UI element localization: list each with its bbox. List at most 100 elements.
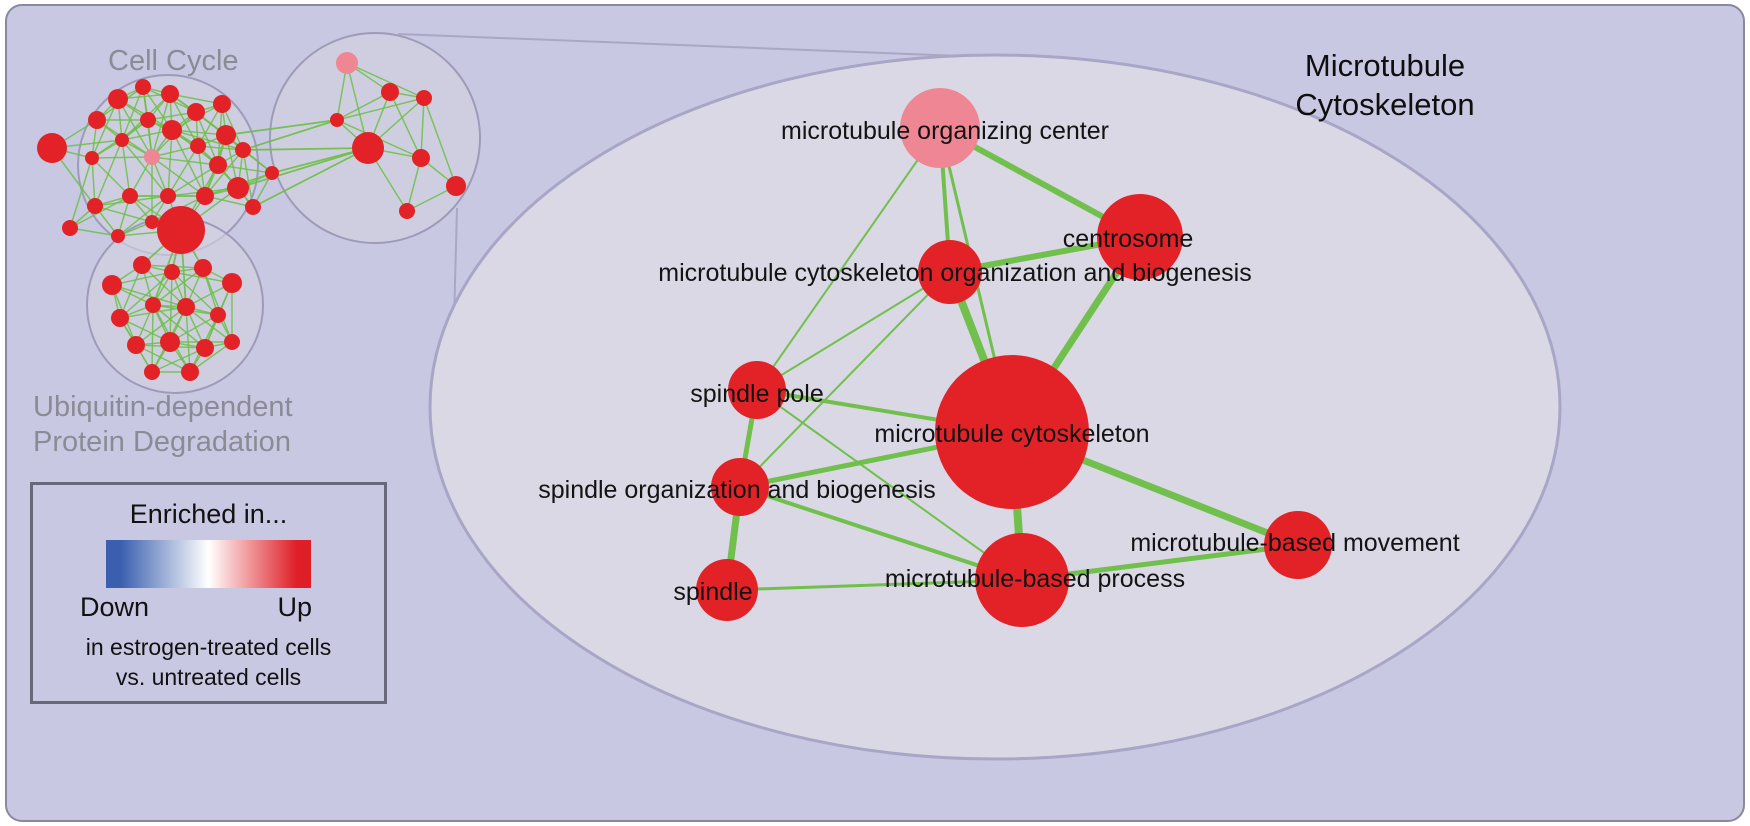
overview-edge	[91, 98, 119, 159]
zoom-cone-line	[397, 33, 1013, 59]
detail-node-label-mct: microtubule cytoskeleton	[874, 420, 1149, 448]
detail-node-spindle	[696, 559, 758, 621]
overview-node	[87, 198, 103, 214]
overview-node	[111, 229, 125, 243]
overview-node	[190, 138, 206, 154]
overview-node	[161, 85, 179, 103]
overview-edge	[121, 86, 144, 141]
legend-title: Enriched in...	[129, 499, 288, 529]
legend-gradient-bar	[106, 540, 311, 588]
overview-edge	[151, 156, 206, 197]
detail-node-spindle_pole	[728, 361, 786, 419]
overview-bridge-edge	[242, 147, 369, 151]
overview-edge	[171, 271, 219, 316]
overview-node	[102, 275, 122, 295]
overview-node	[115, 133, 129, 147]
overview-edge	[94, 205, 153, 223]
detail-node-label-spindle_org: spindle organization and biogenesis	[538, 476, 936, 504]
overview-bridge-edge	[252, 147, 369, 208]
detail-node-label-mct_org: microtubule cytoskeleton organization an…	[658, 259, 1251, 287]
overview-node	[210, 307, 226, 323]
overview-edge	[389, 91, 422, 159]
overview-node	[181, 363, 199, 381]
overview-edge	[204, 149, 244, 197]
overview-edge	[185, 306, 191, 373]
overview-edge	[69, 157, 93, 229]
overview-edge	[117, 195, 169, 237]
legend-up-label: Up	[277, 592, 312, 622]
overview-node	[37, 133, 67, 163]
legend-caption-line1: in estrogen-treated cells	[85, 634, 332, 660]
detail-node-label-spindle_pole: spindle pole	[690, 380, 823, 408]
overview-node	[224, 334, 240, 350]
legend: Enriched in... Down Up in estrogen-treat…	[30, 482, 387, 704]
overview-node	[187, 103, 205, 121]
overview-node	[399, 203, 415, 219]
overview-edge	[169, 93, 199, 147]
overview-node	[381, 83, 399, 101]
detail-edge-moc-spindle_pole	[756, 127, 941, 391]
overview-edge	[91, 156, 153, 159]
overview-edge	[346, 62, 425, 99]
overview-edge	[169, 271, 173, 343]
detail-cluster-title: Microtubule Cytoskeleton	[1260, 46, 1510, 124]
detail-node-label-moc: microtubule organizing center	[781, 117, 1109, 145]
overview-node	[140, 112, 156, 128]
overview-node	[446, 176, 466, 196]
overview-edge	[94, 139, 123, 207]
overview-node	[209, 156, 227, 174]
overview-edge	[185, 306, 233, 343]
overview-node	[235, 142, 251, 158]
overview-edge	[195, 111, 219, 166]
overview-edge	[202, 267, 233, 343]
overview-node	[222, 273, 242, 293]
overview-node	[62, 220, 78, 236]
detail-edge-spindle_org-mbp	[739, 485, 1023, 582]
overview-node	[265, 166, 279, 180]
overview-edge	[406, 157, 422, 212]
detail-edge-mct_org-spindle_org	[739, 271, 951, 488]
legend-caption-line2: vs. untreated cells	[115, 664, 302, 690]
legend-caption: in estrogen-treated cells vs. untreated …	[33, 632, 384, 692]
cluster-label-cell-cycle: Cell Cycle	[108, 45, 239, 77]
overview-edge	[171, 271, 233, 284]
detail-cluster-title-line1: Microtubule	[1304, 48, 1466, 83]
overview-node	[194, 259, 212, 277]
overview-bridge-edge	[237, 147, 369, 189]
overview-node	[177, 298, 195, 316]
cluster-label-ubiquitin-line1: Ubiquitin-dependent	[33, 391, 293, 423]
overview-edge	[336, 91, 391, 121]
overview-edge	[217, 164, 273, 174]
detail-node-mbp	[975, 533, 1069, 627]
overview-edge	[420, 97, 425, 159]
detail-cluster-title-line2: Cytoskeleton	[1295, 87, 1475, 122]
overview-edge	[91, 157, 131, 197]
overview-bridge-edge	[242, 119, 338, 151]
overview-node	[135, 79, 151, 95]
overview-node	[196, 187, 214, 205]
overview-node	[127, 336, 145, 354]
overview-edge	[152, 267, 204, 306]
cluster-label-ubiquitin: Ubiquitin-dependent Protein Degradation	[33, 390, 293, 460]
overview-node	[145, 297, 161, 313]
overview-edge	[119, 264, 143, 319]
overview-edge	[135, 306, 187, 346]
overview-node	[412, 149, 430, 167]
detail-node-mct_org	[918, 240, 982, 304]
overview-node	[88, 111, 106, 129]
overview-edge	[167, 164, 219, 197]
detail-node-label-mbm: microtubule-based movement	[1130, 529, 1459, 557]
overview-node	[416, 90, 432, 106]
overview-node	[108, 89, 128, 109]
detail-node-centrosome	[1097, 194, 1183, 280]
overview-bridge-edge	[225, 119, 338, 136]
detail-node-moc	[900, 88, 980, 168]
detail-edge-spindle-mbp	[726, 578, 1023, 592]
overview-edge	[69, 227, 119, 237]
detail-node-label-mbp: microtubule-based process	[885, 565, 1185, 593]
overview-edge	[167, 145, 199, 197]
overview-edge	[152, 304, 206, 349]
overview-edge	[242, 149, 254, 208]
detail-node-mbm	[1264, 511, 1332, 579]
overview-node	[336, 52, 358, 74]
